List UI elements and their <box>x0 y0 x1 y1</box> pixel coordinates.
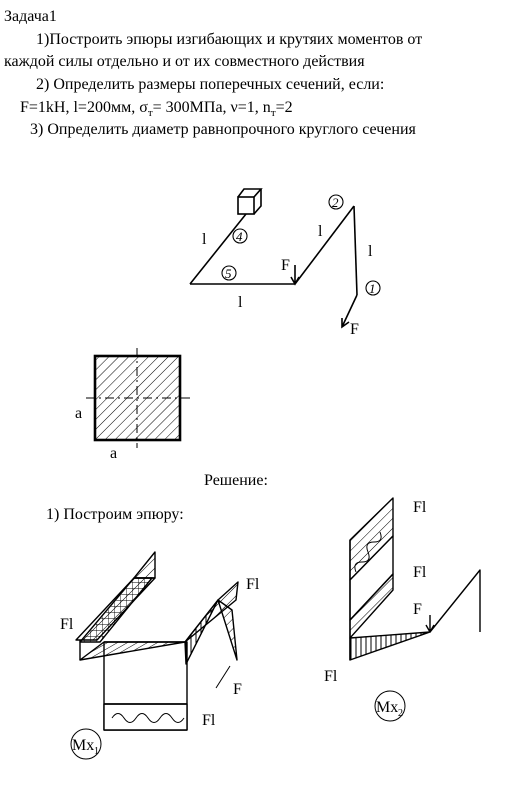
section-labels: a a <box>75 405 117 462</box>
task-params: F=1kH, l=200мм, σт= 300МПа, ν=1, nт=2 <box>20 99 293 122</box>
node-1-label: 1 <box>369 281 376 296</box>
label-mx1: Mx <box>72 737 94 754</box>
length-label-1: l <box>368 243 373 260</box>
scheme-labels: 4 5 2 1 <box>225 195 376 296</box>
node-1-circle <box>365 280 381 296</box>
label-mx2-sub: 2 <box>398 708 403 719</box>
node-2-label: 2 <box>332 195 339 210</box>
mx2-circle <box>374 690 406 722</box>
right-diagram-labels: Fl Fl F Fl Mx 2 <box>324 499 427 719</box>
left-diagram-right-vertical <box>184 599 219 665</box>
right-diagram <box>349 497 481 722</box>
n-subscript: т <box>270 107 276 120</box>
length-label-5: l <box>238 294 243 311</box>
frame-scheme <box>189 188 358 329</box>
right-bending <box>349 631 431 661</box>
label-mx1-sub: 1 <box>94 746 99 757</box>
member-1 <box>353 205 358 296</box>
node-5-label: 5 <box>225 266 232 281</box>
left-diagram-labels: Fl Fl F Fl Mx 1 <box>60 576 260 757</box>
scheme-dimensions: l l l l F F <box>202 223 373 338</box>
task-line-3: 2) Определить размеры поперечных сечений… <box>36 76 385 93</box>
sigma-subscript: т <box>147 107 153 120</box>
left-diagram-cross-region <box>79 577 153 643</box>
mx1-circle <box>70 728 102 760</box>
cross-section <box>86 348 190 448</box>
params-end: =2 <box>275 99 293 116</box>
label-mx2: Mx <box>376 699 398 716</box>
task-line-1: 1)Построить эпюры изгибающих и крутяих м… <box>36 31 423 48</box>
scheme-node-circles <box>221 194 381 296</box>
label-fl-right-1: Fl <box>413 499 427 516</box>
label-fl-right-2: Fl <box>413 564 427 581</box>
solution-heading: Решение: <box>204 472 268 489</box>
label-fl-right-top: Fl <box>246 576 260 593</box>
label-f-left-diagram: F <box>233 681 242 698</box>
force-label-joint: F <box>281 257 290 274</box>
support-cube-front <box>237 196 255 215</box>
support-cube-side <box>253 189 262 215</box>
force-arrow-end <box>341 294 358 329</box>
left-diagram-lower-triangle <box>79 641 186 661</box>
left-diagram <box>70 551 239 760</box>
length-label-2: l <box>318 223 323 240</box>
section-side-label: a <box>75 405 82 422</box>
node-4-label: 4 <box>236 229 243 244</box>
label-f-right-diagram: F <box>413 601 422 618</box>
params-mid: = 300МПа, ν=1, n <box>152 99 271 116</box>
force-arrow-left-diagram <box>215 665 231 689</box>
right-frame <box>349 540 481 660</box>
section-axes <box>86 348 190 448</box>
force-label-end: F <box>350 321 359 338</box>
task-title: Задача1 <box>4 8 57 25</box>
solution-step-1: 1) Построим эпюру: <box>46 506 184 523</box>
length-label-4: l <box>202 231 207 248</box>
node-2-circle <box>328 194 344 210</box>
force-arrow-joint <box>290 265 300 286</box>
params-f: F=1kH, l=200мм, σ <box>20 99 148 116</box>
label-fl-right-bottom: Fl <box>324 668 338 685</box>
left-torque-band <box>103 703 188 731</box>
label-fl-torque: Fl <box>202 712 216 729</box>
left-torque-loops <box>111 713 185 723</box>
task-line-2: каждой силы отдельно и от их совместного… <box>4 53 365 70</box>
left-diagram-right-spike <box>217 599 238 661</box>
force-arrow-right-diagram <box>425 615 435 633</box>
section-bottom-label: a <box>110 445 117 462</box>
right-torque-loops <box>354 531 382 573</box>
label-fl-left: Fl <box>60 616 74 633</box>
left-diagram-top-triangle <box>133 551 156 579</box>
member-2 <box>294 205 355 285</box>
support-cube-top <box>237 188 263 198</box>
node-4-circle <box>232 228 248 244</box>
node-5-circle <box>221 265 237 281</box>
member-4 <box>189 213 247 285</box>
task-line-5: 3) Определить диаметр равнопрочного круг… <box>30 121 416 138</box>
